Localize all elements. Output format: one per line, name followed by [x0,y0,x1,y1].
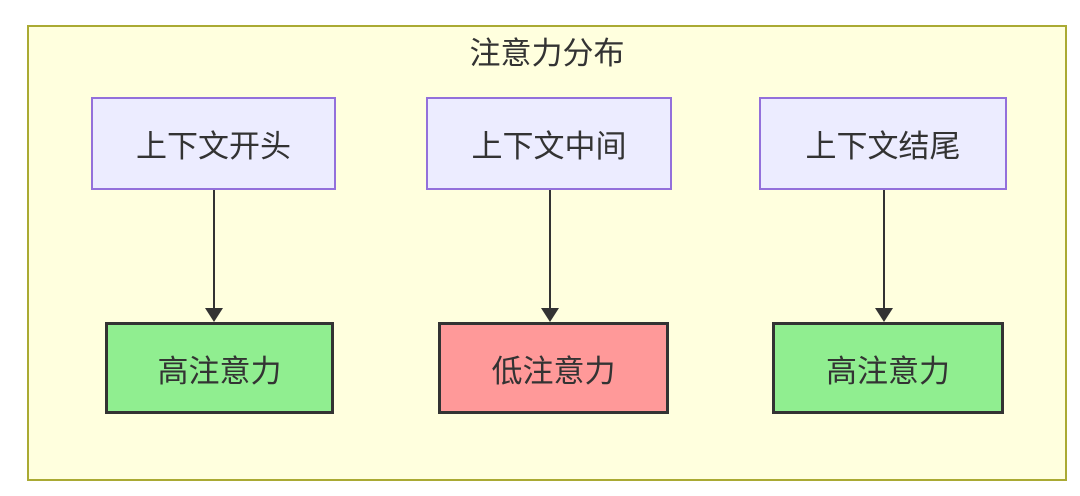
context-start-label: 上下文开头 [136,129,291,164]
context-end-node: 上下文结尾 [759,97,1007,190]
arrowhead-down-icon [205,308,223,322]
high-attention-node-right: 高注意力 [772,322,1004,414]
arrow-line-start [213,190,215,309]
high-attention-label-right: 高注意力 [826,353,950,389]
context-start-node: 上下文开头 [91,97,336,190]
cluster-title: 注意力分布 [469,36,625,71]
arrow-line-end [883,190,885,309]
high-attention-node-left: 高注意力 [105,322,334,414]
high-attention-label-left: 高注意力 [157,353,282,389]
context-middle-node: 上下文中间 [426,97,672,190]
context-end-label: 上下文结尾 [805,129,961,164]
low-attention-node: 低注意力 [438,322,669,414]
low-attention-label: 低注意力 [491,353,616,389]
context-middle-label: 上下文中间 [471,129,627,164]
attention-distribution-cluster: 注意力分布 上下文开头 上下文中间 上下文结尾 高注意力 低注意力 高注意力 [27,25,1067,481]
arrowhead-down-icon [541,308,559,322]
arrowhead-down-icon [875,308,893,322]
arrow-line-middle [549,190,551,309]
